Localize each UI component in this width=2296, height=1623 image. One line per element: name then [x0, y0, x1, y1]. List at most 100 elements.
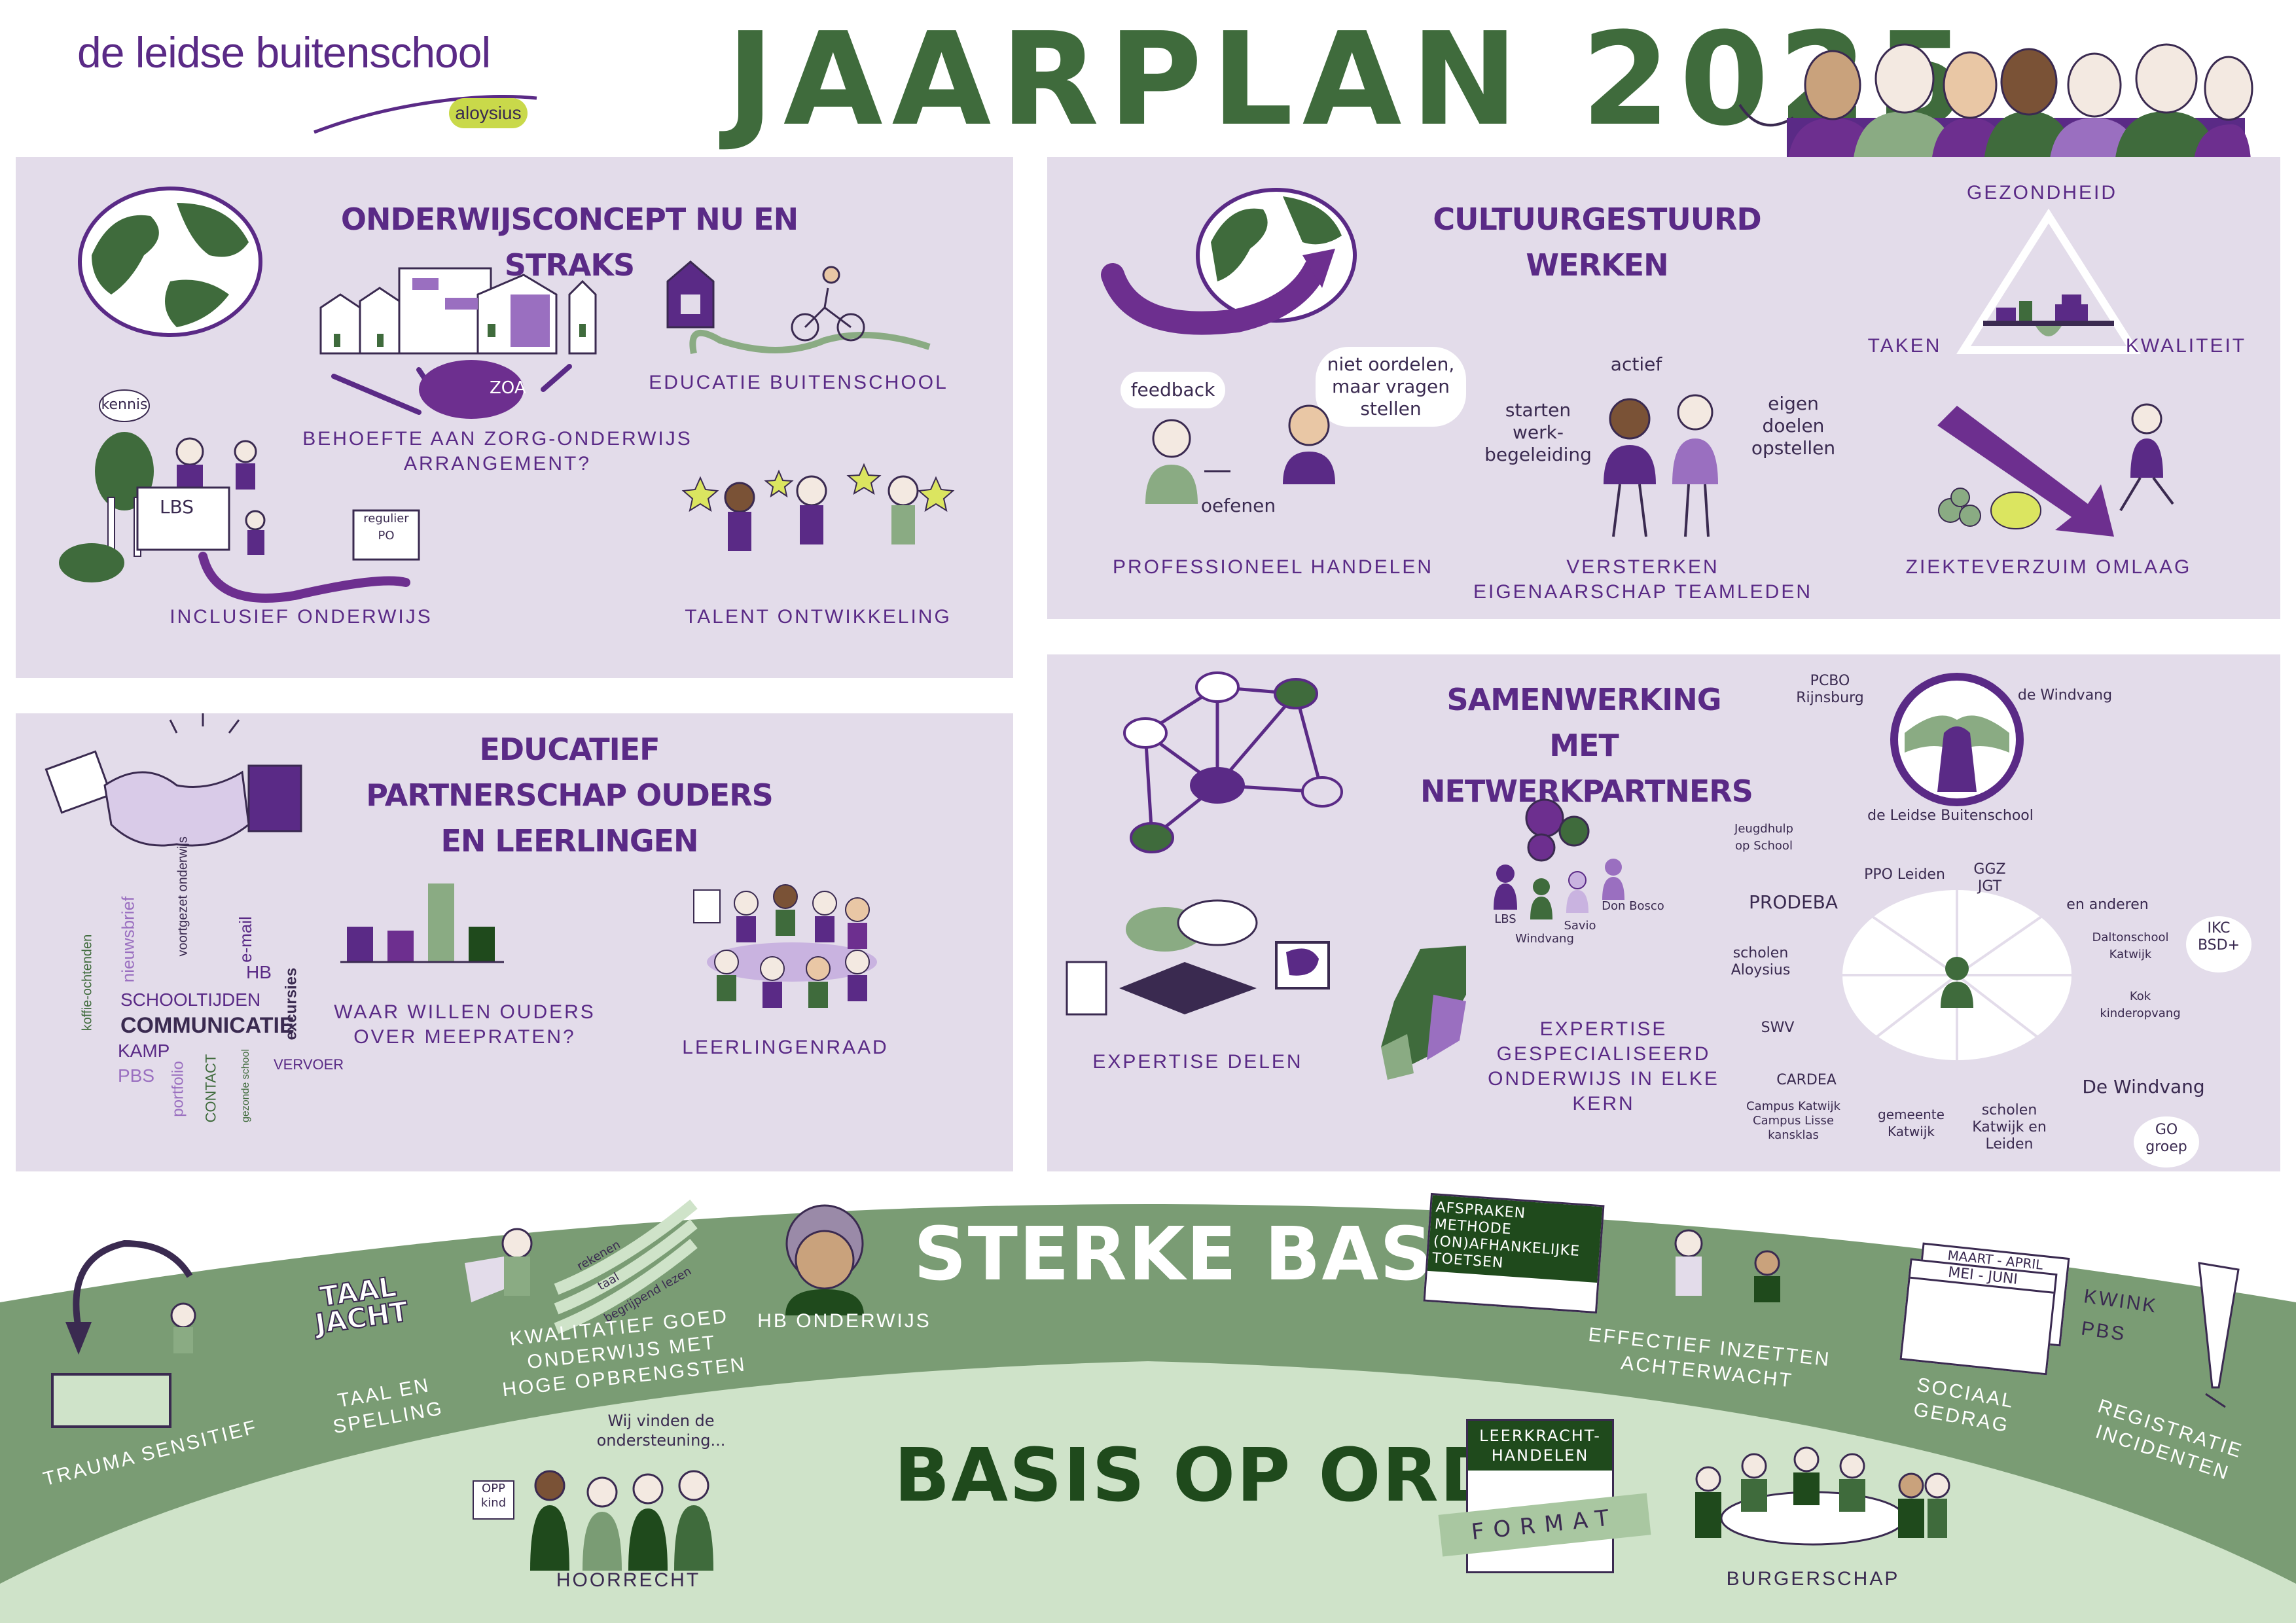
partner-cardea: CARDEA [1776, 1072, 1837, 1088]
partnerschap-title: EDUCATIEF PARTNERSCHAP OUDERS EN LEERLIN… [366, 732, 774, 859]
globe-arrow-icon [1101, 188, 1357, 335]
leerlingenraad-icon [693, 884, 877, 1008]
partner-kok: Kok kinderopvang [2100, 990, 2181, 1020]
eigen-doelen-label: eigen doelen opstellen [1751, 393, 1836, 459]
word-contact: CONTACT [202, 1054, 219, 1123]
opp-card: OPP kind [473, 1480, 514, 1520]
educatie-buitenschool-caption: EDUCATIE BUITENSCHOOL [649, 372, 948, 393]
word-portfolio: portfolio [169, 1061, 187, 1117]
professioneel-caption: PROFESSIONEEL HANDELEN [1113, 556, 1433, 578]
actief-label: actief [1610, 353, 1662, 375]
region-map-icon [1381, 946, 1466, 1080]
ouders-bar [428, 883, 454, 962]
ikc-label: IKC BSD+ [2186, 916, 2251, 972]
trauma-box-icon [51, 1240, 196, 1428]
burgerschap-icon [1695, 1446, 1950, 1546]
partner-prodeba: PRODEBA [1749, 891, 1838, 913]
sterke-basis-title: STERKE BASIS [914, 1212, 1517, 1297]
kennis-bubble-text: kennis [101, 397, 148, 413]
oefenen-label: oefenen [1200, 495, 1276, 516]
partner-ppo: PPO Leiden [1864, 866, 1945, 883]
go-groep-label: GO groep [2134, 1116, 2199, 1168]
logo-swoosh-icon [314, 94, 537, 134]
calendar-front: MEI - JUNI [1899, 1258, 2058, 1376]
partner-aloysius: scholen Aloysius [1731, 945, 1791, 978]
word-kamp: KAMP [118, 1041, 170, 1061]
word-pbs: PBS [118, 1065, 155, 1086]
word-cloud: koffie-ochtenden nieuwsbrief voortgezet … [80, 836, 353, 1152]
partner-scholen-katwijk: scholen Katwijk en Leiden [1972, 1102, 2047, 1152]
word-hb: HB [246, 962, 272, 982]
burgerschap-caption: BURGERSCHAP [1726, 1568, 1900, 1590]
word-koffie: koffie-ochtenden [80, 934, 95, 1031]
hb-face-icon [785, 1204, 864, 1315]
lbs-label: LBS [159, 496, 194, 518]
highfive-people-icon [1604, 394, 1718, 537]
gear-label-savio: Savio [1564, 919, 1596, 933]
gear-label-windvang: Windvang [1515, 932, 1574, 946]
windvang-top-label: de Windvang [2017, 687, 2113, 704]
pcbo-label: PCBO Rijnsburg [1796, 673, 1864, 706]
word-vervoer: VERVOER [274, 1056, 344, 1073]
partner-wheel-icon [1842, 890, 2072, 1060]
hoorrecht-people-icon [530, 1470, 713, 1571]
ouders-bar [347, 927, 373, 962]
hb-caption: HB ONDERWIJS [757, 1310, 931, 1332]
expertise-delen-icon [1066, 899, 1330, 1016]
partner-gemeente: gemeente Katwijk [1878, 1107, 1945, 1139]
lbs-board-icon [59, 486, 420, 603]
leerlingenraad-caption: LEERLINGENRAAD [682, 1037, 889, 1058]
partner-campus: Campus Katwijk Campus Lisse kansklas [1746, 1099, 1840, 1142]
talent-caption: TALENT ONTWIKKELING [685, 606, 952, 628]
ouders-bar [387, 931, 414, 962]
professioneel-people-icon [1145, 404, 1335, 504]
ouders-bar-chart [340, 883, 504, 963]
kwalitatief-steps-icon [465, 1200, 698, 1334]
gear-label-donbosco: Don Bosco [1602, 899, 1664, 913]
gears-icon [1525, 798, 1590, 862]
word-voortgezet: voortgezet onderwijs [175, 836, 190, 957]
word-email: e-mail [235, 916, 255, 963]
achterwacht-icon [1674, 1229, 1780, 1302]
expertise-gespec-caption: EXPERTISE GESPECIALISEERD ONDERWIJS IN E… [1488, 1018, 1719, 1115]
behoefte-caption: BEHOEFTE AAN ZORG-ONDERWIJS ARRANGEMENT? [302, 428, 692, 474]
word-nieuwsbrief: nieuwsbrief [118, 896, 138, 983]
globe-icon [78, 187, 262, 337]
expertise-delen-caption: EXPERTISE DELEN [1092, 1051, 1303, 1073]
onderwijsconcept-title: ONDERWIJSCONCEPT NU EN STRAKS [340, 202, 798, 283]
afspraken-card: AFSPRAKEN METHODE (ON)AFHANKELIJKE TOETS… [1423, 1192, 1605, 1314]
samenwerking-title: SAMENWERKING MET NETWERKPARTNERS [1420, 682, 1753, 809]
buitenschool-house-icon [666, 260, 931, 354]
lbs-hands-label: de Leidse Buitenschool [1867, 808, 2034, 824]
word-gezonde: gezonde school [240, 1048, 252, 1123]
kwaliteit-label: KWALITEIT [2125, 335, 2247, 357]
taken-label: TAKEN [1867, 335, 1942, 357]
partner-dalton: Daltonschool Katwijk [2092, 931, 2169, 961]
niet-oordelen-bubble: niet oordelen, maar vragen stellen [1316, 347, 1466, 427]
leerkracht-header: LEERKRACHT-HANDELEN [1468, 1421, 1612, 1471]
afspraken-header: AFSPRAKEN METHODE (ON)AFHANKELIJKE TOETS… [1427, 1195, 1603, 1283]
hands-circle-icon [1890, 673, 2024, 806]
cultuur-title: CULTUURGESTUURD WERKEN [1433, 202, 1761, 283]
gear-label-lbs: LBS [1494, 912, 1516, 926]
waar-caption: WAAR WILLEN OUDERS OVER MEEPRATEN? [334, 1001, 596, 1048]
ouders-bar [469, 927, 495, 962]
basis-orde-title: BASIS OP ORDE [894, 1433, 1554, 1518]
partner-swv: SWV [1761, 1020, 1795, 1036]
wij-vinden-bubble: Wij vinden de ondersteuning... [596, 1412, 726, 1450]
zoa-label: ZOA [490, 378, 526, 398]
windvang-bottom-label: De Windvang [2082, 1076, 2205, 1097]
logo-text: de leidse buitenschool [77, 28, 491, 77]
network-graph-icon [1123, 671, 1343, 853]
ziekteverzuim-arrow-icon [1937, 403, 2174, 537]
pencil-icon [2198, 1262, 2240, 1408]
regulier-label: regulier PO [363, 512, 409, 543]
inclusief-caption: INCLUSIEF ONDERWIJS [170, 606, 433, 628]
partner-ggz: GGZ JGT [1973, 861, 2006, 895]
hoorrecht-caption: HOORRECHT [556, 1569, 701, 1591]
feedback-bubble: feedback [1121, 372, 1225, 408]
taaljacht-label: TAAL JACHT [313, 1270, 411, 1340]
gezondheid-label: GEZONDHEID [1966, 182, 2117, 204]
talent-kids-icon [681, 463, 955, 551]
partner-jeugdhulp: Jeugdhulp op School [1734, 822, 1793, 853]
